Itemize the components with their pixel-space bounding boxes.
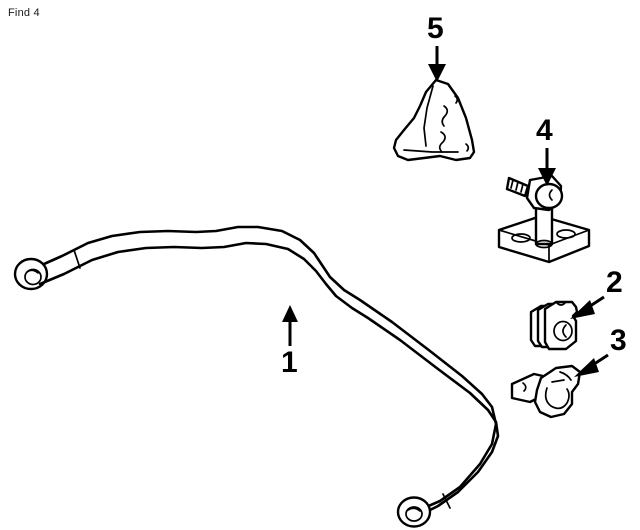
callout-1-number: 1	[281, 346, 298, 379]
callout-4-arrowhead	[538, 168, 556, 186]
part-stabilizer-bar	[13, 225, 500, 528]
part-stabilizer-bar-bracket	[510, 364, 582, 419]
callout-5-arrowhead	[428, 64, 446, 82]
part-stabilizer-link-ball-stud	[497, 174, 591, 264]
part-stabilizer-bar-bushing	[529, 300, 579, 351]
callout-2: 2	[570, 266, 623, 319]
find-label: Find 4	[8, 7, 40, 19]
callout-1: 1	[281, 305, 298, 379]
callout-3-number: 3	[610, 324, 627, 357]
callout-5: 5	[427, 12, 446, 82]
callout-3: 3	[574, 324, 627, 377]
callout-1-arrowhead	[282, 305, 298, 322]
callout-4-number: 4	[536, 114, 553, 147]
part-support-bracket	[392, 78, 476, 162]
callout-5-number: 5	[427, 12, 444, 45]
callout-2-arrowhead	[570, 300, 595, 319]
callout-2-number: 2	[606, 266, 623, 299]
callout-4: 4	[536, 114, 556, 186]
callout-3-arrowhead	[574, 358, 599, 377]
